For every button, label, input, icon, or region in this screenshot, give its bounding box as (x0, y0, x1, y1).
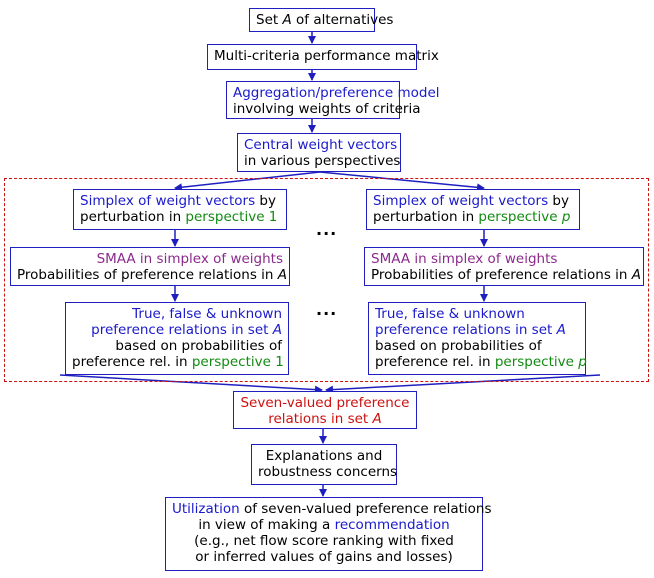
performance-matrix-label: Multi-criteria performance matrix (214, 48, 439, 64)
perspectives-dashed-frame (4, 178, 649, 382)
box-simplex-perspective-1: Simplex of weight vectors by perturbatio… (73, 189, 287, 230)
box-utilization: Utilization of seven-valued preference r… (165, 497, 491, 571)
box-performance-matrix: Multi-criteria performance matrix (207, 44, 439, 70)
aggregation-title: Aggregation/preference model (233, 85, 440, 101)
ellipsis-top: ... (316, 220, 338, 239)
box-smaa-perspective-1: SMAA in simplex of weights Probabilities… (10, 247, 290, 286)
box-aggregation-model: Aggregation/preference model involving w… (226, 81, 440, 119)
box-alternatives: Set A of alternatives (249, 8, 393, 32)
box-central-weight-vectors: Central weight vectors in various perspe… (237, 133, 401, 172)
central-subtitle: in various perspectives (244, 153, 401, 169)
central-title: Central weight vectors (244, 137, 398, 153)
box-smaa-perspective-p: SMAA in simplex of weights Probabilities… (364, 247, 644, 286)
box-seven-valued-relations: Seven-valued preference relations in set… (233, 391, 417, 429)
aggregation-subtitle: involving weights of criteria (233, 101, 421, 117)
arrow-tfup-to-seven (325, 374, 601, 394)
ellipsis-bottom: ... (316, 300, 338, 319)
box-simplex-perspective-p: Simplex of weight vectors by perturbatio… (366, 189, 580, 230)
box-tfu-perspective-1: True, false & unknown preference relatio… (65, 302, 289, 375)
arrow-tfu1-to-seven (59, 374, 323, 394)
box-tfu-perspective-p: True, false & unknown preference relatio… (368, 302, 587, 375)
arrow-central-to-perspective-p (319, 171, 485, 192)
arrow-central-to-perspective-1 (174, 171, 321, 192)
box-explanations: Explanations and robustness concerns (251, 444, 397, 485)
